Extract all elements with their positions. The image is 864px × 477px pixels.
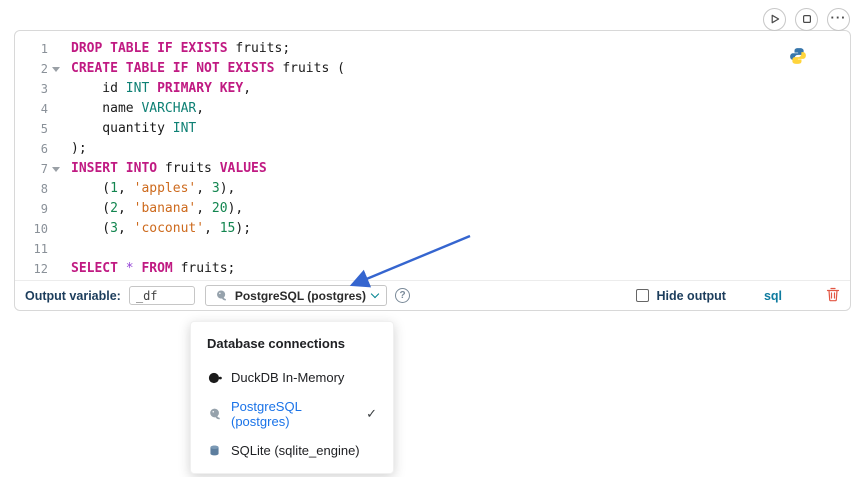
line-number: 12: [33, 262, 48, 276]
cell-action-toolbar: ···: [763, 8, 850, 31]
python-logo-icon: [789, 47, 807, 65]
hide-output-checkbox[interactable]: [635, 289, 649, 302]
more-options-button[interactable]: ···: [827, 8, 850, 31]
postgresql-elephant-icon: [207, 407, 222, 422]
fold-chevron-icon[interactable]: [52, 167, 60, 172]
line-number: 6: [40, 142, 48, 156]
checkmark-icon: ✓: [366, 406, 377, 421]
code-line[interactable]: (1, 'apples', 3),: [71, 181, 236, 196]
menu-item-label: DuckDB In-Memory: [231, 370, 345, 385]
line-number: 8: [40, 182, 48, 196]
line-number: 2: [15, 59, 61, 79]
menu-item-duckdb[interactable]: DuckDB In-Memory: [191, 363, 393, 392]
code-line[interactable]: id INT PRIMARY KEY,: [71, 81, 252, 96]
run-cell-button[interactable]: [763, 8, 786, 31]
code-line[interactable]: [71, 239, 850, 259]
trash-icon: [826, 287, 840, 305]
code-line[interactable]: (3, 'coconut', 15);: [71, 221, 252, 236]
code-line[interactable]: SELECT * FROM fruits;: [71, 261, 236, 276]
line-number: 7: [15, 159, 61, 179]
postgresql-elephant-icon: [214, 288, 229, 303]
code-line[interactable]: CREATE TABLE IF NOT EXISTS fruits (: [71, 61, 345, 76]
code-line[interactable]: quantity INT: [71, 121, 197, 136]
menu-header: Database connections: [207, 336, 345, 351]
cell-footer-bar: Output variable: PostgreSQL (postgres) ?…: [15, 280, 850, 310]
line-number: 4: [40, 102, 48, 116]
menu-item-sqlite[interactable]: SQLite (sqlite_engine): [191, 436, 393, 465]
line-number: 5: [40, 122, 48, 136]
line-number: 11: [33, 242, 48, 256]
delete-cell-button[interactable]: [826, 287, 840, 305]
play-icon: [770, 12, 780, 27]
cell-language-label[interactable]: sql: [763, 288, 782, 303]
menu-item-label: PostgreSQL (postgres): [231, 399, 302, 429]
chevron-down-icon: [370, 289, 380, 299]
interrupt-cell-button[interactable]: [795, 8, 818, 31]
code-line[interactable]: );: [71, 141, 87, 156]
line-number: 1: [40, 42, 48, 56]
line-number: 3: [40, 82, 48, 96]
menu-item-label: SQLite (sqlite_engine): [231, 443, 360, 458]
code-lines[interactable]: DROP TABLE IF EXISTS fruits; CREATE TABLE…: [61, 39, 850, 280]
line-number: 9: [40, 202, 48, 216]
duckdb-icon: [207, 370, 222, 385]
footer-right-group: Hide output sql: [635, 287, 841, 305]
code-line[interactable]: name VARCHAR,: [71, 101, 205, 116]
sqlite-icon: [207, 443, 222, 458]
question-icon: ?: [399, 290, 406, 301]
code-line[interactable]: INSERT INTO fruits VALUES: [71, 161, 267, 176]
fold-chevron-icon[interactable]: [52, 67, 60, 72]
menu-item-postgresql[interactable]: PostgreSQL (postgres) ✓: [191, 392, 393, 436]
stop-icon: [802, 12, 812, 27]
database-connection-dropdown[interactable]: PostgreSQL (postgres): [204, 285, 387, 306]
output-variable-input[interactable]: [128, 286, 195, 305]
code-line[interactable]: DROP TABLE IF EXISTS fruits;: [71, 41, 291, 56]
database-connections-menu: Database connections DuckDB In-Memory Po…: [190, 321, 394, 474]
output-variable-label: Output variable:: [25, 288, 121, 303]
connection-selected-label: PostgreSQL (postgres): [234, 288, 366, 303]
line-number: 10: [33, 222, 48, 236]
ellipsis-icon: ···: [830, 10, 847, 25]
hide-output-label: Hide output: [656, 288, 726, 303]
help-button[interactable]: ?: [394, 288, 410, 303]
code-line[interactable]: (2, 'banana', 20),: [71, 201, 244, 216]
